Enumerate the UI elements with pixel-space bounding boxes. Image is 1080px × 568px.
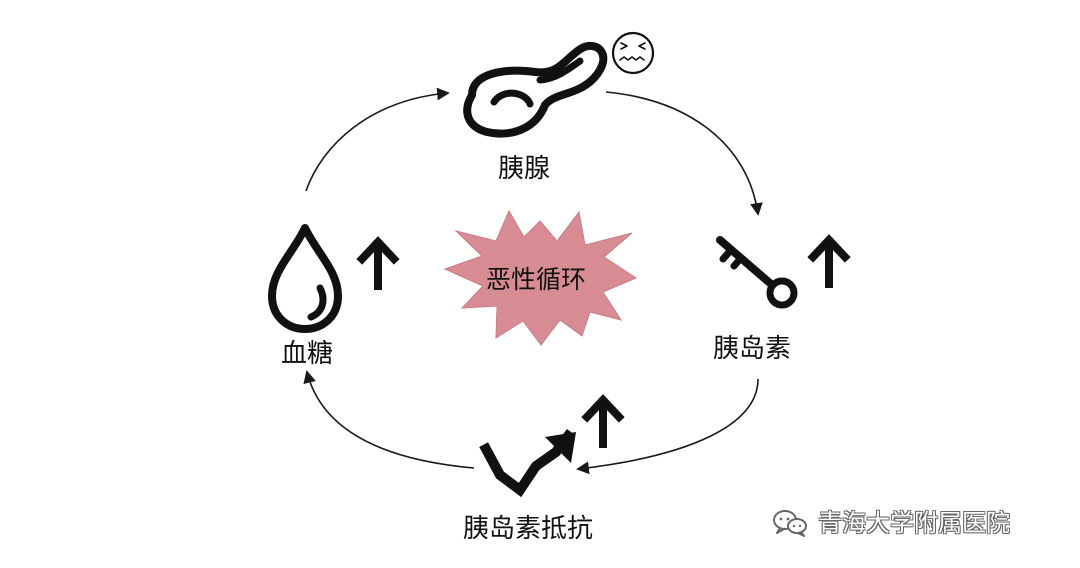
cycle-arrow-blood-sugar-to-pancreas (305, 87, 450, 192)
insulin-resistance-label: 胰岛素抵抗 (463, 514, 594, 544)
watermark: 青海大学附属医院 (772, 503, 1052, 543)
blood-drop-icon (268, 224, 342, 333)
insulin-label: 胰岛素 (713, 334, 792, 364)
cycle-arrow-resistance-to-blood-sugar (303, 370, 475, 469)
wechat-icon (773, 510, 807, 537)
resistance-up-arrow-icon (581, 394, 625, 448)
nausea-face-icon (611, 31, 655, 75)
zigzag-arrow-head-icon (545, 432, 576, 463)
pancreas-label: 胰腺 (498, 154, 551, 184)
blood-sugar-up-arrow-icon (356, 236, 400, 290)
vicious-cycle-label: 恶性循环 (486, 265, 587, 294)
cycle-arrow-pancreas-to-insulin (605, 91, 763, 216)
watermark-text: 青海大学附属医院 (818, 509, 1010, 537)
insulin-up-arrow-icon (807, 234, 851, 288)
blood-sugar-label: 血糖 (281, 339, 334, 369)
vicious-cycle-burst-icon (443, 209, 638, 346)
pancreas-icon (463, 42, 608, 138)
cycle-arrow-insulin-to-resistance (576, 378, 759, 475)
key-icon (716, 236, 798, 309)
